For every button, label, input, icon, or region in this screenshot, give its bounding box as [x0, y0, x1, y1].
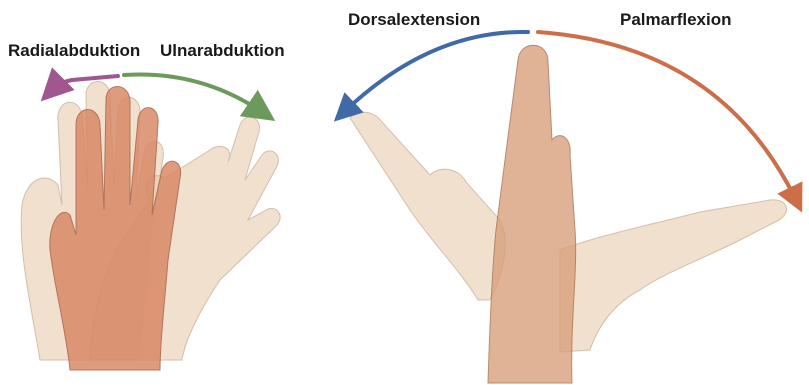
label-dorsalextension: Dorsalextension: [348, 11, 480, 28]
hand-neutral-vertical: [488, 45, 576, 383]
ulnar-abduction-arrow: [124, 74, 262, 112]
label-ulnarabduktion: Ulnarabduktion: [160, 42, 285, 59]
label-radialabduktion: Radialabduktion: [8, 42, 140, 59]
label-palmarflexion: Palmarflexion: [620, 11, 732, 28]
hand-palmar-ghost: [560, 200, 786, 352]
palmar-flexion-arrow: [538, 32, 796, 200]
dorsal-extension-arrow: [344, 32, 528, 112]
right-hand-group: [350, 45, 786, 383]
left-hand-group: [21, 81, 280, 370]
hand-dorsal-ghost: [350, 112, 505, 300]
